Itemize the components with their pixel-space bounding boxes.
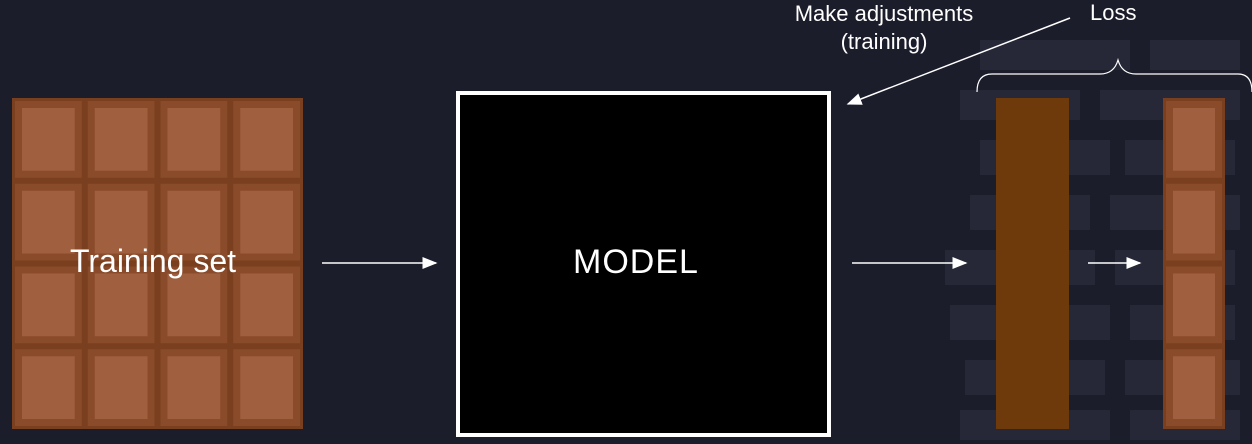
- chocolate-tile: [240, 108, 293, 171]
- chocolate-tile: [94, 356, 148, 419]
- chocolate-tile: [167, 273, 221, 337]
- make-adjustments-line2: (training): [840, 29, 928, 54]
- chocolate-bar-training-set: [12, 98, 303, 429]
- make-adjustments-label: Make adjustments (training): [774, 0, 994, 56]
- chocolate-tile: [240, 356, 293, 419]
- make-adjustments-line1: Make adjustments: [794, 1, 974, 26]
- chocolate-tile: [167, 108, 221, 171]
- loss-label: Loss: [1090, 0, 1137, 25]
- chocolate-strip-output: [996, 98, 1069, 429]
- chocolate-tile: [22, 108, 75, 171]
- chocolate-tile: [240, 190, 293, 254]
- chocolate-tile: [94, 190, 148, 254]
- model-label: MODEL: [573, 243, 699, 281]
- chocolate-column-tile: [1173, 190, 1215, 254]
- chocolate-column-target: [1163, 98, 1225, 429]
- chocolate-tile: [22, 273, 75, 337]
- chocolate-column-tile: [1173, 356, 1215, 419]
- chocolate-tile: [94, 108, 148, 171]
- chocolate-tile: [167, 356, 221, 419]
- chocolate-tile: [167, 190, 221, 254]
- chocolate-tile: [240, 273, 293, 337]
- chocolate-tile: [22, 356, 75, 419]
- chocolate-tile: [94, 273, 148, 337]
- chocolate-tile: [22, 190, 75, 254]
- chocolate-column-tile: [1173, 108, 1215, 171]
- chocolate-column-tile: [1173, 273, 1215, 337]
- model-box: [456, 91, 831, 437]
- training-set-label: Training set: [70, 243, 236, 279]
